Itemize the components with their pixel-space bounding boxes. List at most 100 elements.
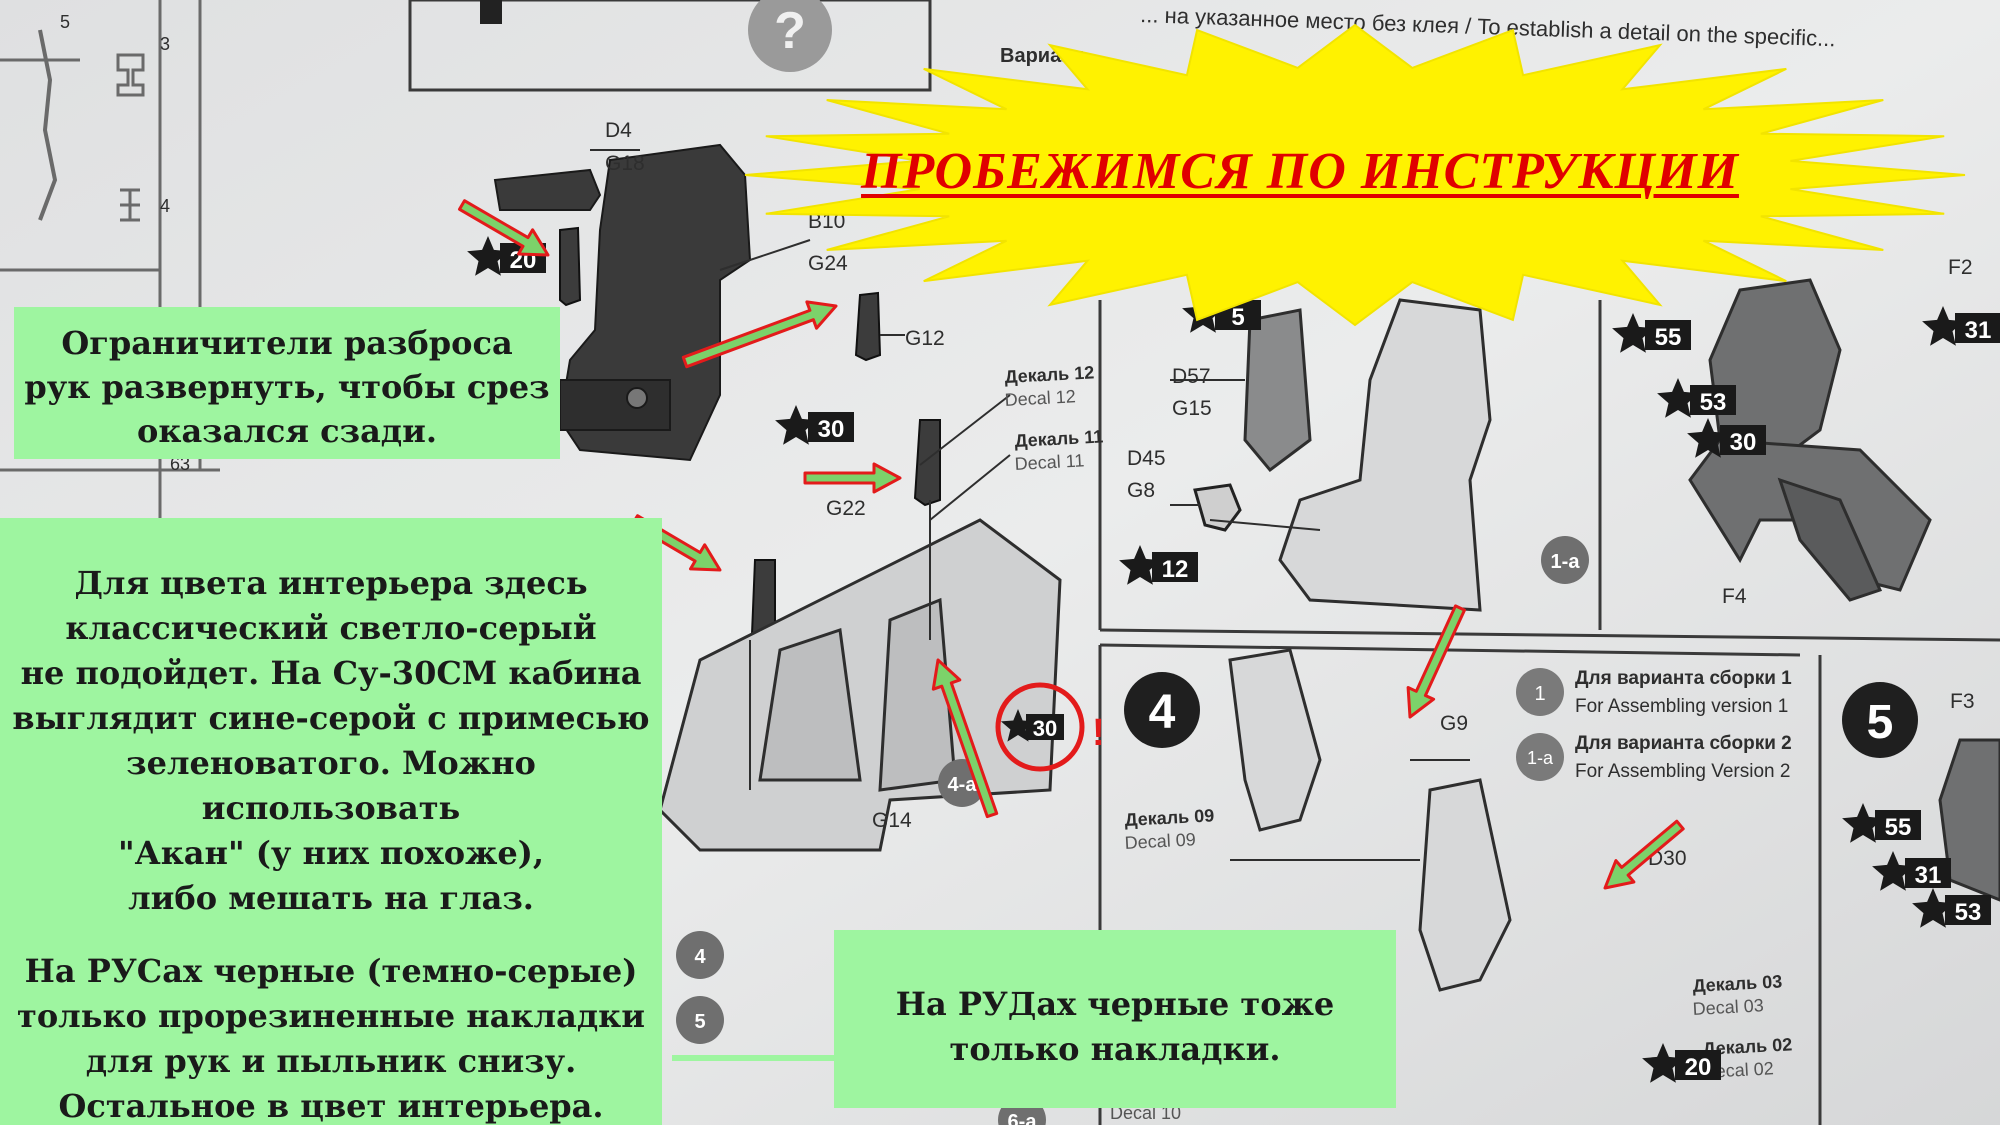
svg-text:30: 30 <box>1730 429 1757 456</box>
step-number-4: 4 <box>1124 672 1200 748</box>
step-ref-circle: 4 <box>676 931 724 979</box>
part-label: D30 <box>1648 847 1687 870</box>
sprue-number: 5 <box>60 12 70 32</box>
svg-text:Decal 11: Decal 11 <box>1014 450 1085 474</box>
pointer-arrow <box>1406 604 1466 719</box>
svg-text:Декаль 09: Декаль 09 <box>1124 805 1215 830</box>
pointer-arrow <box>458 199 550 257</box>
pointer-arrow <box>803 462 902 494</box>
part-label: F2 <box>1948 256 1973 279</box>
pointer-arrow <box>1603 819 1685 890</box>
title-starburst <box>744 23 1966 327</box>
rus-controls-text: На РУСах черные (темно-серые) только про… <box>16 952 645 1125</box>
svg-text:53: 53 <box>1700 389 1727 416</box>
sprue-grid <box>0 0 220 520</box>
svg-text:Decal 10: Decal 10 <box>1110 1103 1181 1123</box>
svg-text:4: 4 <box>694 946 706 968</box>
part-label: D57 <box>1172 365 1211 388</box>
sprue-number: 63 <box>170 454 190 474</box>
part-label: D45 <box>1127 447 1166 470</box>
rud-throttle-text: На РУДах черные тоже только накладки. <box>895 985 1335 1068</box>
step-number-5: 5 <box>1842 682 1918 758</box>
rud-throttle-note: На РУДах черные тоже только накладки. <box>834 930 1396 1108</box>
svg-text:Для варианта сборки 2: Для варианта сборки 2 <box>1575 733 1792 754</box>
question-circle-icon: ? <box>748 0 832 72</box>
svg-text:31: 31 <box>1965 317 1992 344</box>
svg-text:For Assembling Version 2: For Assembling Version 2 <box>1575 761 1790 782</box>
step-ref-circle: 1-a <box>1541 536 1589 584</box>
svg-text:30: 30 <box>1033 716 1057 741</box>
part-label: F3 <box>1950 690 1975 713</box>
svg-text:Decal 12: Decal 12 <box>1004 386 1076 410</box>
ejection-seat-dark <box>493 143 752 462</box>
svg-text:5: 5 <box>1867 696 1894 749</box>
part-label: G8 <box>1127 479 1155 502</box>
part-label: G14 <box>872 809 912 832</box>
interior-color-text: Для цвета интерьера здесь классический с… <box>12 564 650 917</box>
limiters-note-text: Ограничители разброса рук развернуть, чт… <box>24 324 550 450</box>
svg-text:5: 5 <box>694 1011 705 1033</box>
svg-text:Decal 03: Decal 03 <box>1692 995 1764 1019</box>
part-labels: D4G18B10G24G12G22G14D57G15D45G8G9F2F3F4D… <box>605 119 1975 870</box>
interior-color-note: Для цвета интерьера здесь классический с… <box>0 518 662 1125</box>
svg-text:4-a: 4-a <box>948 774 978 796</box>
svg-text:1-a: 1-a <box>1551 551 1581 573</box>
decal-label: Decal 10 <box>1110 1103 1181 1123</box>
svg-text:30: 30 <box>818 416 845 443</box>
leader-lines <box>590 149 1470 861</box>
step-ref-circle: 5 <box>676 996 724 1044</box>
part-label: F4 <box>1722 585 1747 608</box>
svg-text:Декаль 11: Декаль 11 <box>1014 426 1104 451</box>
svg-text:6-a: 6-a <box>1008 1111 1038 1125</box>
svg-text:20: 20 <box>1685 1054 1712 1081</box>
svg-text:4: 4 <box>1149 686 1176 739</box>
svg-text:53: 53 <box>1955 899 1982 926</box>
svg-text:Декаль 12: Декаль 12 <box>1004 362 1095 387</box>
svg-text:Декаль 03: Декаль 03 <box>1692 971 1783 996</box>
svg-text:Для варианта сборки 1: Для варианта сборки 1 <box>1575 668 1792 689</box>
paint-code-star: 30 <box>775 405 854 445</box>
svg-text:31: 31 <box>1915 862 1942 889</box>
paint-code-star: 55 <box>1612 313 1691 353</box>
paint-code-star: 55 <box>1842 803 1921 843</box>
part-label: G24 <box>808 252 848 275</box>
svg-text:55: 55 <box>1655 324 1682 351</box>
svg-text:1: 1 <box>1534 683 1545 705</box>
limiters-note: Ограничители разброса рук развернуть, чт… <box>14 307 560 459</box>
paint-code-star: 30 <box>1000 709 1064 742</box>
handle-part <box>1193 483 1242 532</box>
sprue-number: 3 <box>160 34 170 54</box>
svg-text:55: 55 <box>1885 814 1912 841</box>
paint-code-star: 30 <box>1687 418 1766 458</box>
svg-text:For Assembling version 1: For Assembling version 1 <box>1575 696 1788 717</box>
part-label: G22 <box>826 497 866 520</box>
paint-code-star: 31 <box>1922 306 2000 346</box>
sprue-number: 4 <box>160 196 170 216</box>
svg-text:Decal 09: Decal 09 <box>1124 829 1196 853</box>
paint-code-star: 20 <box>1642 1043 1721 1083</box>
part-label: D4 <box>605 119 632 142</box>
step-frames <box>408 0 2000 1125</box>
part-label: G15 <box>1172 397 1212 420</box>
pilot-figure <box>1688 278 1932 602</box>
paint-code-star: 53 <box>1657 378 1736 418</box>
svg-text:!: ! <box>1092 712 1105 754</box>
svg-text:5: 5 <box>1231 304 1244 331</box>
highlight-circle: ! <box>995 682 1105 772</box>
part-label: G9 <box>1440 712 1468 735</box>
pointer-arrows <box>458 199 1685 890</box>
assembly-variant-2: 1-a Для варианта сборки 2 For Assembling… <box>1516 733 1792 782</box>
svg-text:12: 12 <box>1162 556 1189 583</box>
part-label: G18 <box>605 152 645 175</box>
ejection-seat-light <box>1228 298 1512 992</box>
paint-code-star: 12 <box>1119 545 1198 585</box>
pilot-figure-2 <box>1938 738 2000 902</box>
pointer-arrow <box>931 658 999 819</box>
page-title: ПРОБЕЖИМСЯ ПО ИНСТРУКЦИИ <box>861 143 1739 200</box>
